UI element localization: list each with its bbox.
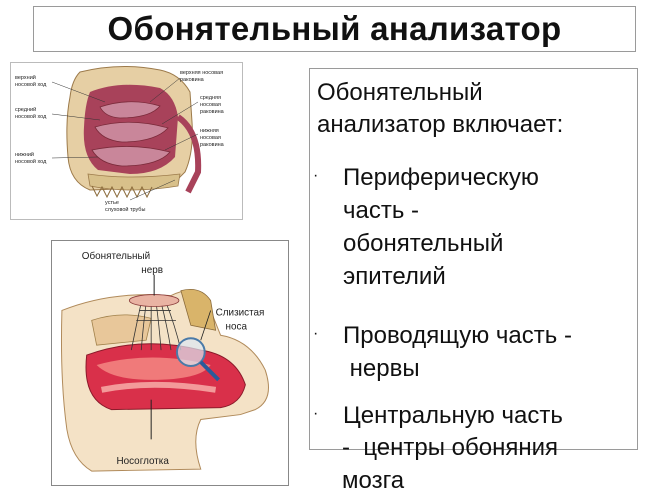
item-line: нервы — [343, 355, 420, 382]
label-middle-concha-1: средняя — [200, 95, 221, 101]
item-line: Проводящую часть - — [343, 322, 572, 349]
item-line: обонятельный — [343, 230, 504, 257]
list-item-conducting: · Проводящую часть - нервы — [313, 319, 638, 385]
label-tube-mouth-1: устье — [105, 200, 119, 206]
label-olfactory-nerve-2: нерв — [141, 265, 163, 276]
label-nasopharynx: Носоглотка — [116, 456, 169, 467]
title-box: Обонятельный анализатор — [33, 6, 636, 52]
label-middle-passage-2: носовой ход — [15, 113, 47, 120]
item-line: Периферическую — [343, 164, 539, 191]
page-title: Обонятельный анализатор — [107, 10, 562, 47]
item-line: - центры обоняния — [342, 434, 559, 461]
label-upper-passage-2: носовой ход — [15, 81, 47, 88]
item-line: эпителий — [343, 263, 446, 290]
olfactory-region-image: Обонятельный нерв Слизистая носа Носогло… — [51, 240, 289, 486]
bullet: · — [313, 325, 319, 342]
label-tube-mouth-2: слуховой трубы — [105, 206, 145, 213]
item-line: мозга — [342, 467, 405, 494]
label-mucosa-1: Слизистая — [216, 307, 265, 318]
list-item-central: · Центральную часть — [313, 399, 638, 432]
label-lower-concha-3: раковина — [200, 142, 225, 148]
label-lower-concha-2: носовая — [200, 135, 221, 141]
intro-text: Обонятельный анализатор включает: — [317, 77, 632, 141]
label-lower-passage-2: носовой ход — [15, 158, 47, 165]
intro-line-1: Обонятельный — [317, 79, 483, 106]
item-line: Центральную часть — [343, 402, 563, 429]
list-item-central-continued: - центры обоняния мозга — [312, 431, 652, 497]
item-line: часть - — [343, 197, 420, 224]
label-upper-concha-2: раковина — [180, 77, 205, 83]
label-olfactory-nerve-1: Обонятельный — [82, 251, 150, 262]
label-mucosa-2: носа — [226, 321, 248, 332]
label-upper-concha-1: верхняя носовая — [180, 70, 223, 76]
label-middle-passage-1: средний — [15, 106, 36, 113]
label-lower-passage-1: нижний — [15, 151, 34, 158]
bullet: · — [313, 167, 319, 184]
nasal-cavity-section-image: верхний носовой ход верхняя носовая рако… — [10, 62, 243, 220]
bullet: · — [313, 405, 319, 422]
label-middle-concha-3: раковина — [200, 109, 225, 115]
label-upper-passage-1: верхний — [15, 74, 36, 81]
intro-line-2: анализатор включает: — [317, 111, 564, 138]
list-item-peripheral: · Периферическую часть - обонятельный эп… — [313, 161, 638, 293]
label-lower-concha-1: нижняя — [200, 128, 219, 134]
label-middle-concha-2: носовая — [200, 102, 221, 108]
content-box: Обонятельный анализатор включает: · Пери… — [309, 68, 638, 450]
